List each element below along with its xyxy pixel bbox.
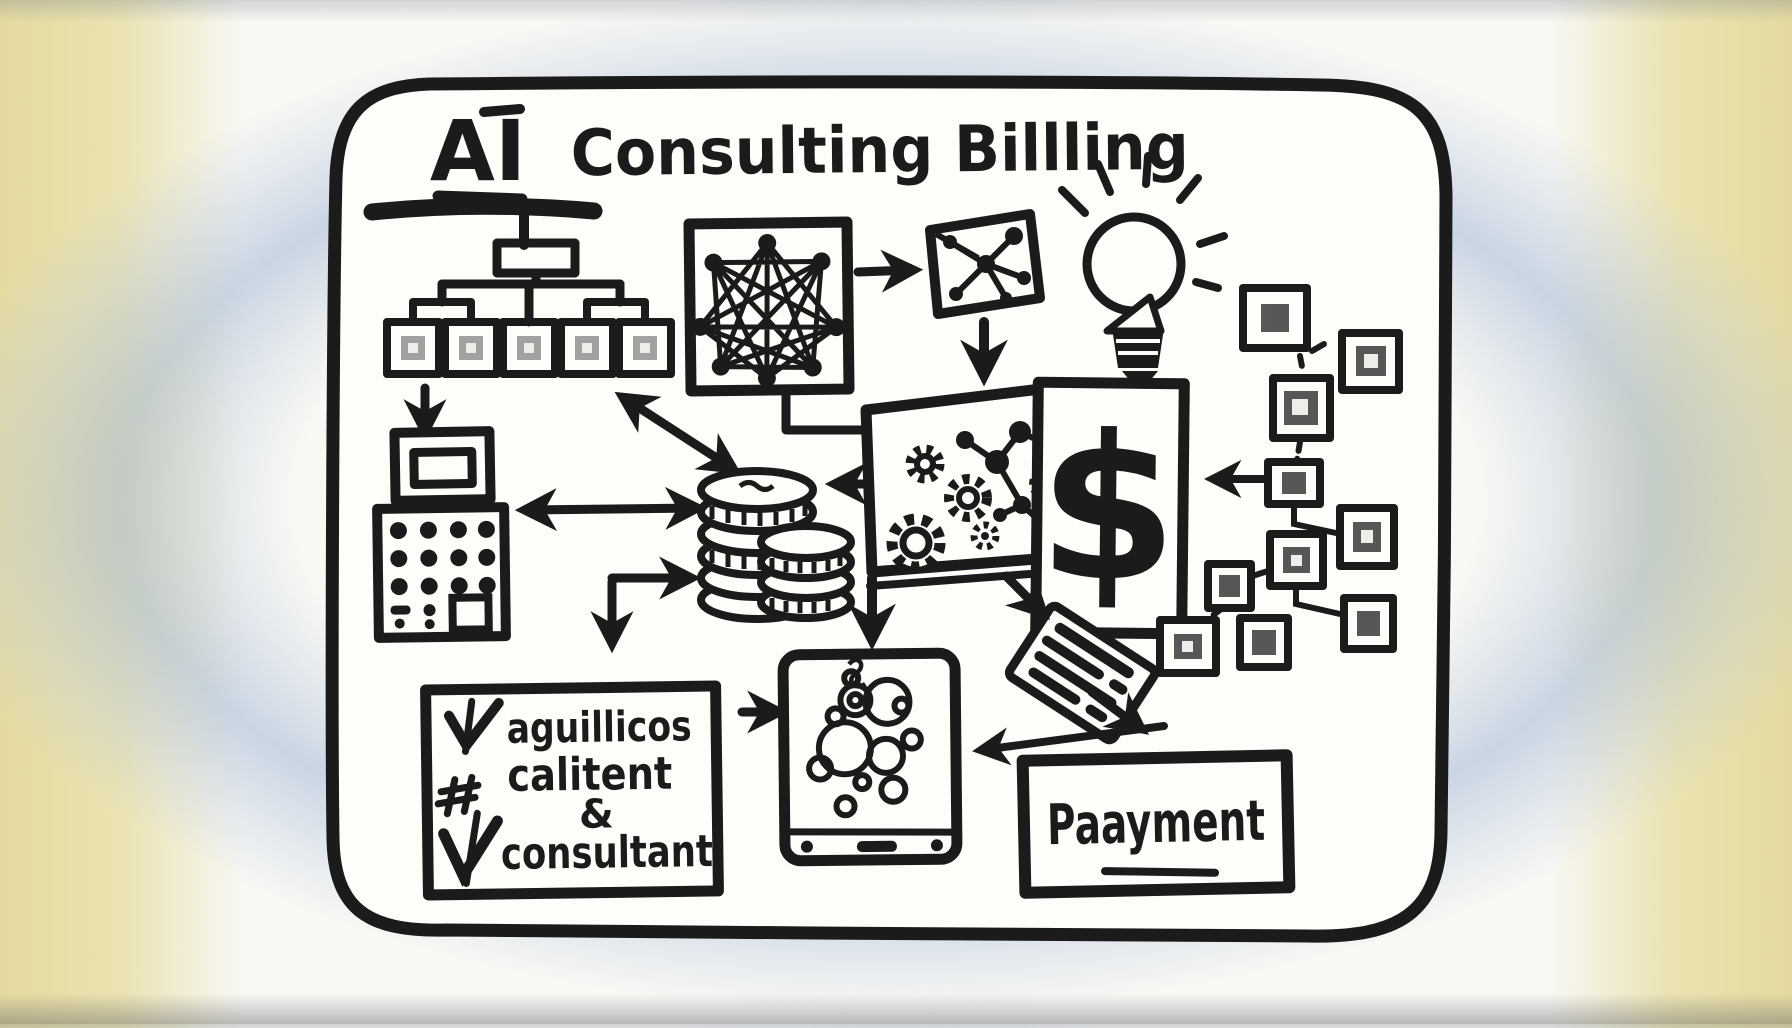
tree-leaf-nodes [383, 318, 675, 378]
gear-icon [944, 474, 992, 522]
dollar-symbol: $ [1037, 392, 1179, 626]
mesh-network-box-icon [683, 216, 855, 397]
gear-icon [970, 521, 1000, 551]
linked-block-squares-icon [1156, 284, 1403, 677]
checklist-line: aguillicos [506, 701, 692, 753]
payment-box: Paayment [1016, 749, 1296, 899]
checklist-line: & [579, 791, 615, 837]
arrow-payment-to-phone [972, 722, 1168, 766]
gear-icon [905, 444, 945, 484]
checkmark-icon [438, 809, 503, 887]
gear-icon [886, 513, 946, 573]
title-main: Consulting Billling [570, 111, 1189, 191]
calculator-icon [372, 502, 511, 643]
display-box-icon [389, 426, 496, 506]
coin-stacks-icon [697, 467, 855, 623]
arrow-receipt-to-payment [1087, 687, 1149, 735]
hash-icon [434, 773, 482, 818]
phone-bubbles-icon [777, 647, 963, 867]
payment-label: Paayment [1046, 789, 1265, 859]
dollar-sign-box: $ [1030, 376, 1190, 640]
arrow-tree-coins-double [614, 391, 742, 475]
arrow-dollar-to-receipt [1001, 571, 1050, 620]
checklist-box: aguillicos calitent & consultant [420, 680, 724, 901]
hierarchy-tree-icon [363, 197, 675, 378]
arrow-net1-to-net2 [853, 249, 924, 293]
page-title: AI Consulting Billling [430, 102, 1189, 205]
arrow-calculator-coins-double [514, 486, 708, 532]
title-prefix: AI [430, 102, 526, 200]
checklist-line: consultant [501, 826, 714, 880]
node-graph-box-icon [925, 209, 1045, 319]
checklist-line: calitent [507, 747, 673, 802]
checkmark-icon [443, 697, 504, 755]
